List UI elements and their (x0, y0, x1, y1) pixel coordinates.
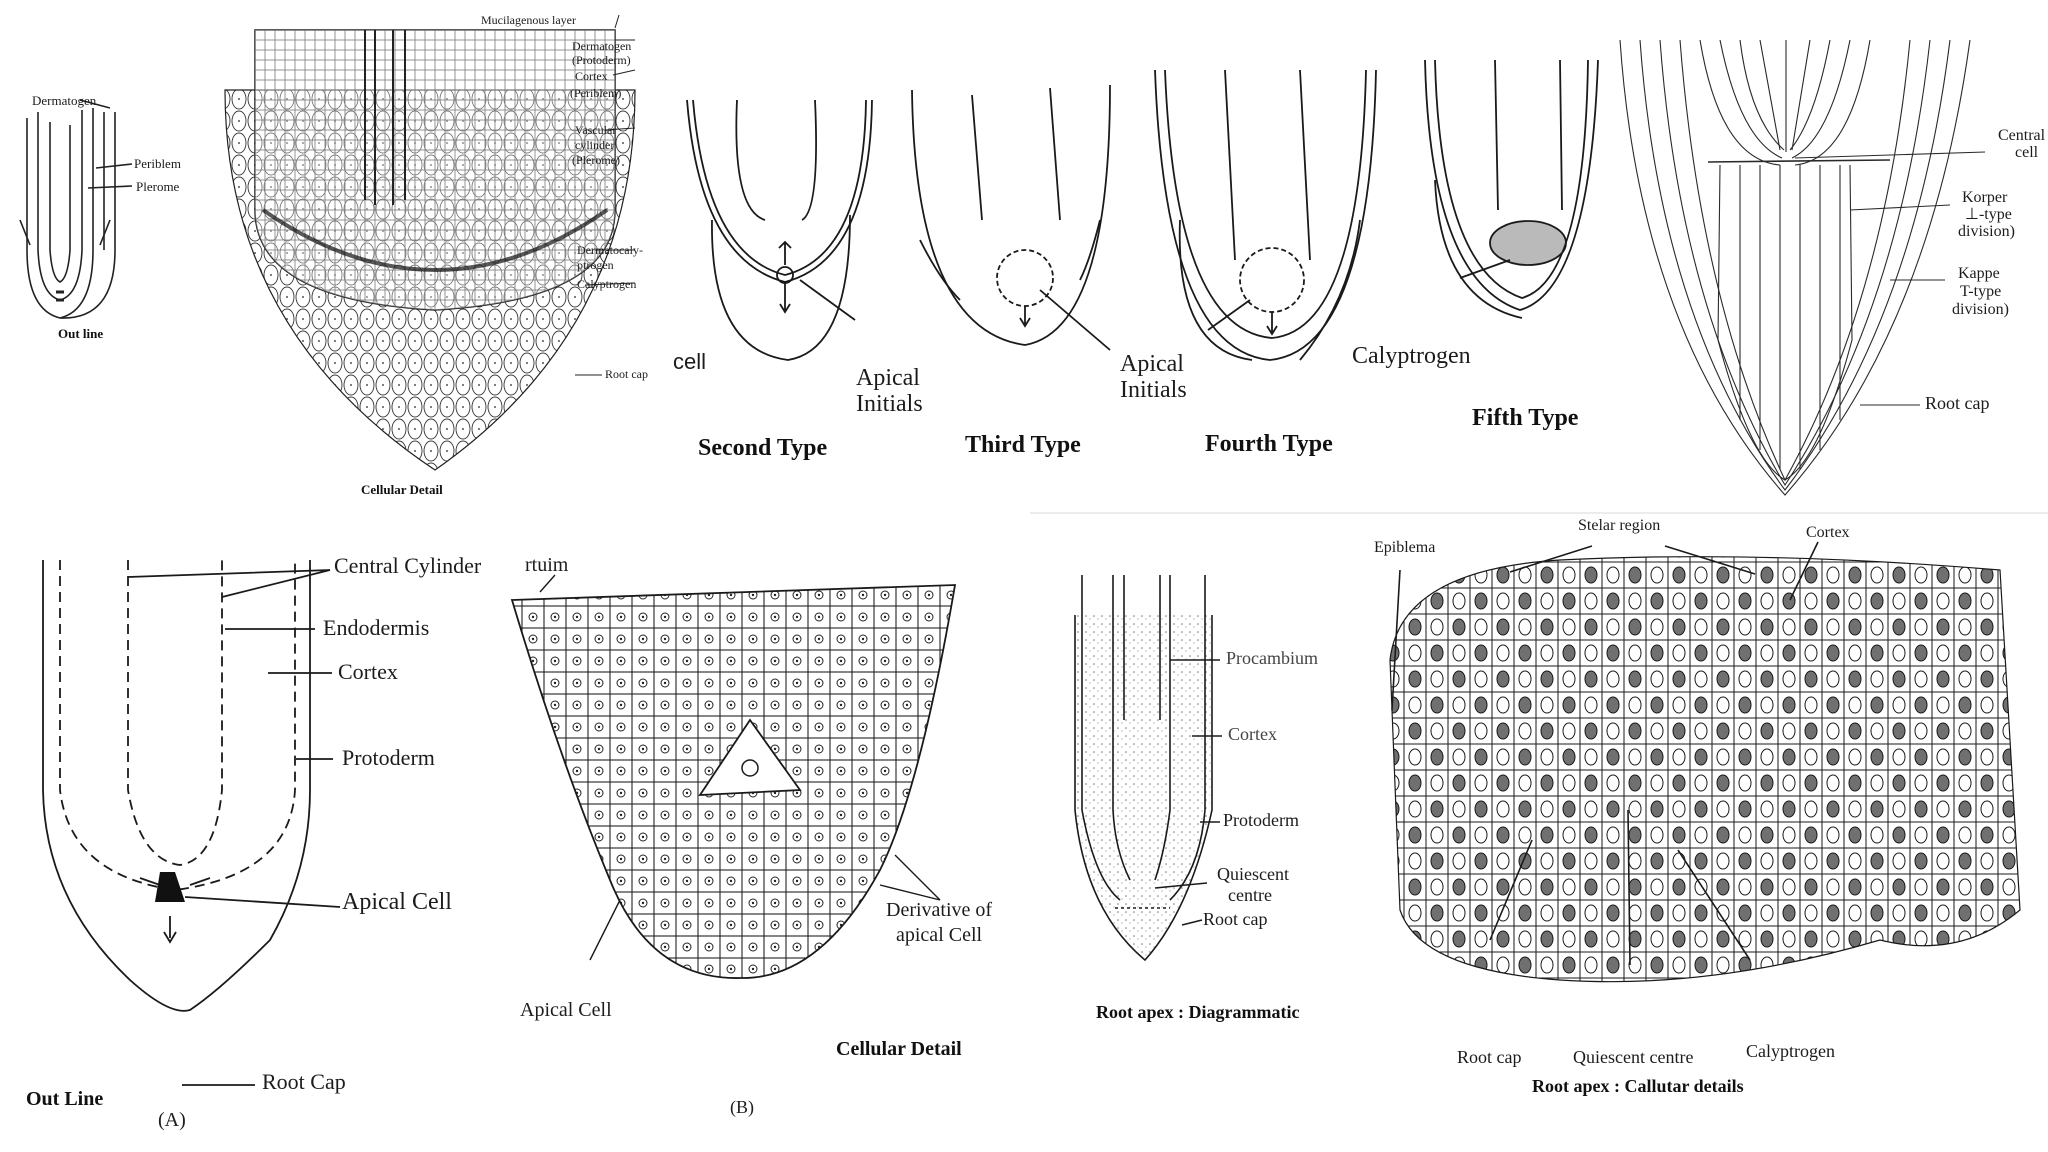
cellular-b-drawing (510, 574, 957, 979)
root-apex-diagrammatic-drawing (1074, 575, 1222, 962)
apical-types-drawing (686, 59, 1599, 361)
label-kappe-type: T-type (1960, 283, 2002, 300)
label-apical-third-1: Apical (1120, 351, 1184, 377)
label-calyptrogen: Calyptrogen (1746, 1041, 1835, 1061)
label-periblem: (Periblem) (570, 86, 622, 100)
label-root-cap: Root cap (605, 367, 648, 381)
outline-histogen-drawing (19, 99, 133, 319)
panel-apical-types: cell Apical Initials Apical Initials Cal… (660, 59, 1600, 480)
label-cortex: Cortex (575, 69, 608, 83)
label-root-cap: Root cap (1925, 393, 1990, 413)
label-plerome: Plerome (136, 179, 180, 194)
label-root-cap: Root cap (1203, 909, 1268, 929)
label-dermatogen: Dermatogen (572, 39, 632, 53)
label-rtuim: rtuim (525, 554, 569, 576)
caption-second-type: Second Type (698, 435, 828, 461)
label-cortex: Cortex (338, 659, 398, 684)
label-apical-second-2: Initials (856, 391, 923, 417)
caption-fourth-type: Fourth Type (1205, 431, 1333, 457)
caption-callular: Root apex : Callutar details (1532, 1076, 1744, 1096)
label-dermatogen: Dermatogen (32, 93, 97, 108)
panel-cellular-b: rtuim Apical Cell Derivative of apical C… (500, 540, 1020, 1140)
caption-cellular-detail: Cellular Detail (361, 482, 443, 497)
label-kappe: Kappe (1958, 265, 2000, 282)
label-protoderm: (Protoderm) (572, 53, 631, 67)
caption-diagrammatic: Root apex : Diagrammatic (1096, 1002, 1300, 1022)
panel-root-apex-callular: Epiblema Stelar region Cortex Root cap Q… (1360, 510, 2048, 1130)
caption-cellular-detail-b: Cellular Detail (836, 1038, 962, 1060)
caption-b: (B) (730, 1097, 754, 1117)
caption-outline: Out line (58, 326, 104, 341)
label-derivative-of: Derivative of (886, 899, 993, 921)
label-quiescent: Quiescent (1217, 864, 1289, 884)
label-centre: centre (1228, 885, 1272, 905)
label-korper: Korper (1962, 189, 2008, 206)
label-apical-second-1: Apical (856, 365, 920, 391)
caption-a: (A) (158, 1109, 186, 1131)
panel-cellular-detail-histogen: Mucilagenous layer Dermatogen (Protoderm… (215, 0, 655, 510)
label-kappe-division: division) (1952, 301, 2009, 318)
label-cell-fragment: cell (673, 349, 707, 374)
label-cylinder: cylinder (575, 138, 615, 152)
panel-root-apex-diagrammatic: Procambium Cortex Protoderm Quiescent ce… (1060, 550, 1380, 1050)
label-endodermis: Endodermis (323, 615, 430, 640)
label-plerome: (Plerome) (572, 153, 620, 167)
panel-outline-a: Central Cylinder Endodermis Cortex Proto… (0, 540, 520, 1140)
label-apical-cell-2: apical Cell (896, 924, 983, 946)
caption-third-type: Third Type (965, 432, 1081, 458)
label-root-cap: Root cap (1457, 1047, 1522, 1067)
korper-kappe-drawing (1619, 39, 1986, 496)
label-procambium: Procambium (1226, 648, 1318, 668)
label-epiblema: Epiblema (1374, 539, 1436, 556)
label-ptrogen: ptrogen (577, 258, 614, 272)
cellular-detail-histogen-drawing (224, 14, 636, 471)
label-cell: cell (2015, 144, 2039, 161)
label-calyptrogen: Calyptrogen (577, 277, 637, 291)
label-root-cap: Root Cap (262, 1069, 346, 1094)
label-protoderm: Protoderm (1223, 810, 1299, 830)
caption-fifth-type: Fifth Type (1472, 405, 1579, 431)
root-apex-callular-drawing (1389, 541, 2021, 983)
label-quiescent-centre: Quiescent centre (1573, 1047, 1694, 1067)
label-central: Central (1998, 127, 2046, 144)
caption-out-line: Out Line (26, 1088, 104, 1110)
label-stelar-region: Stelar region (1578, 517, 1661, 534)
label-korper-division: division) (1958, 223, 2015, 240)
label-calyptrogen: Calyptrogen (1352, 343, 1471, 369)
label-vascular: Vascular (575, 123, 617, 137)
label-cortex: Cortex (1228, 724, 1277, 744)
label-protoderm: Protoderm (342, 745, 435, 770)
panel-divider (1030, 512, 2048, 514)
label-cortex: Cortex (1806, 524, 1850, 541)
outline-a-drawing (42, 560, 341, 1086)
label-korper-type: ⊥-type (1965, 206, 2012, 223)
panel-outline-histogen: Dermatogen Periblem Plerome Out line (0, 0, 210, 360)
label-periblem: Periblem (134, 156, 181, 171)
label-apical-cell: Apical Cell (342, 889, 452, 915)
label-central-cylinder: Central Cylinder (334, 553, 482, 578)
label-apical-third-2: Initials (1120, 377, 1187, 403)
label-dermatocaly: Dermatocaly- (577, 243, 643, 257)
label-mucilagenous-layer: Mucilagenous layer (481, 13, 576, 27)
panel-korper-kappe: Central cell Korper ⊥-type division) Kap… (1600, 39, 2048, 510)
label-apical-cell: Apical Cell (520, 999, 612, 1021)
